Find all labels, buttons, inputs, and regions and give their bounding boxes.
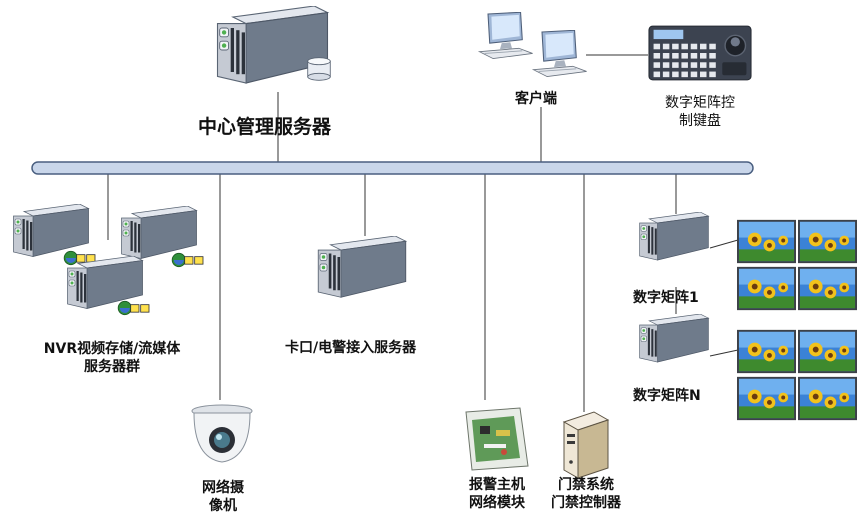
center-server-label: 中心管理服务器 [198,116,332,138]
access-label-line1: 门禁系统 [558,477,614,493]
alarm-label-line1: 报警主机 [469,477,525,493]
alarm-label-line2: 网络模块 [469,495,525,511]
nvr-label: NVR视频存储/流媒体 服务器群 [27,340,197,376]
camera-label: 网络摄 像机 [190,479,256,515]
keyboard-label-line2: 制键盘 [679,113,721,129]
matrix1-label: 数字矩阵1 [633,290,699,306]
keyboard-label-line1: 数字矩阵控 [665,95,735,111]
dome-camera-icon [191,404,253,463]
camera-label-line1: 网络摄 [202,480,244,496]
video-wall-n-icon [737,329,857,421]
access-label-line2: 门禁控制器 [551,495,621,511]
matrix1-server-icon [639,212,709,261]
camera-label-line2: 像机 [209,498,237,514]
matrix-keyboard-icon [648,25,752,81]
checkpoint-label: 卡口/电警接入服务器 [285,340,417,356]
nvr-label-line2: 服务器群 [84,359,140,375]
client-label: 客户端 [515,91,557,107]
network-bus [31,161,754,175]
access-label: 门禁系统 门禁控制器 [543,476,629,512]
connector-lines [107,54,739,412]
access-controller-icon [562,411,610,479]
keyboard-label: 数字矩阵控 制键盘 [660,94,740,130]
matrixN-label: 数字矩阵N [633,388,701,404]
client-workstation-icon [478,12,588,78]
matrixN-server-icon [639,314,709,363]
alarm-board-icon [465,407,529,471]
alarm-label: 报警主机 网络模块 [460,476,534,512]
nvr-label-line1: NVR视频存储/流媒体 [43,341,181,357]
video-wall-1-icon [737,219,857,311]
checkpoint-server-icon [317,236,407,298]
center-server-icon [216,6,331,84]
